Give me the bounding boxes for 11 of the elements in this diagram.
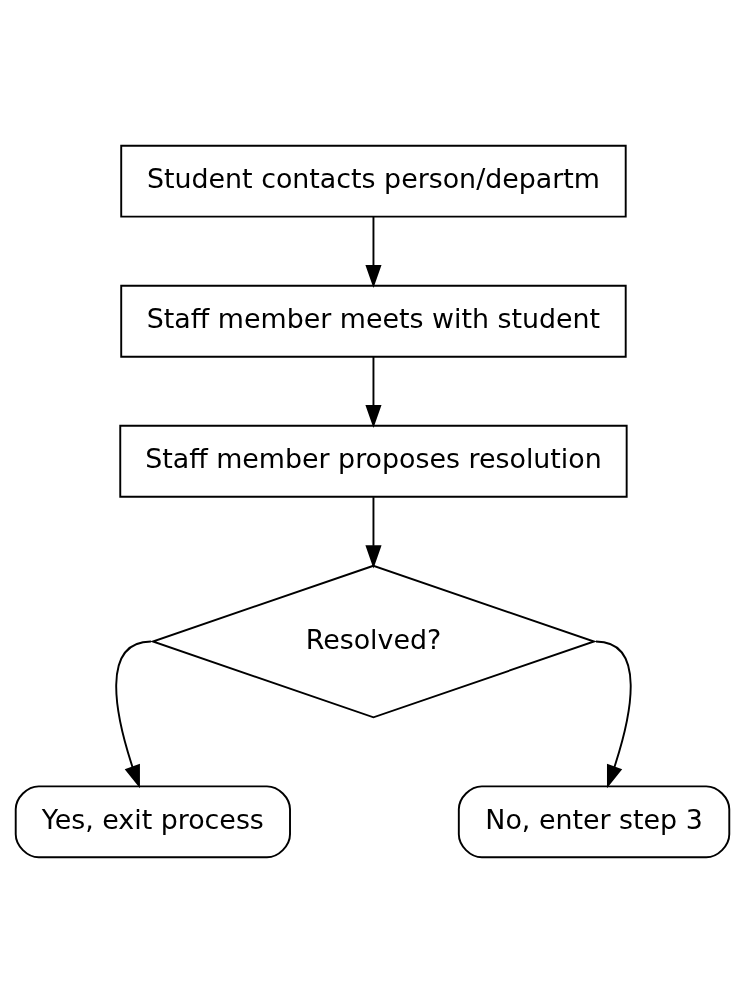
node-diamond: Resolved? [149,564,597,718]
arrow [115,640,152,788]
arrow [365,215,382,288]
arrow [365,495,382,568]
node-box: Staff member meets with student [120,284,627,358]
node-box: No, enter step 3 [457,784,731,858]
node-box: Student contacts person/departm [120,144,627,218]
arrow [365,355,382,428]
node-box: Yes, exit process [14,784,291,858]
node-box: Staff member proposes resolution [119,424,628,498]
arrow [595,640,632,788]
